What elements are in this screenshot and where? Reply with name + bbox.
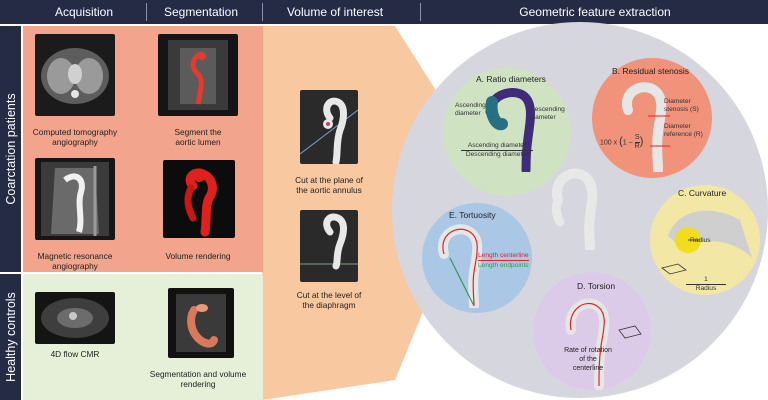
4d-flow-cmr-image	[35, 292, 115, 344]
residual-stenosis-aorta	[621, 82, 670, 172]
header-acquisition: Acquisition	[54, 5, 114, 19]
header-bar: Acquisition Segmentation Volume of inter…	[0, 0, 768, 24]
curvature-graphic	[661, 210, 752, 275]
curvature-fraction: 1 Radius	[686, 276, 726, 293]
header-divider	[262, 3, 263, 21]
header-features: Geometric feature extraction	[519, 5, 671, 19]
residual-stenosis-title: B. Residual stenosis	[612, 66, 690, 76]
4d-flow-caption: 4D flow CMR	[50, 349, 100, 359]
ct-angiography-image	[35, 34, 115, 116]
volume-rendering-caption: Volume rendering	[165, 251, 231, 261]
length-centerline-label: Length centerline	[478, 252, 529, 261]
stenosis-formula: 100 x (1 − S R )	[600, 134, 644, 150]
length-endpoints-label: Length endpoints	[478, 262, 529, 269]
curvature-radius-label: Radius	[690, 237, 711, 244]
center-aorta-model	[551, 168, 598, 250]
residual-stenosis-bubble	[592, 58, 712, 178]
header-voi: Volume of interest	[286, 5, 384, 19]
side-label-coarctation: Coarctation patients	[0, 26, 21, 272]
curvature-title: C. Curvature	[678, 188, 727, 198]
header-segmentation: Segmentation	[163, 5, 239, 19]
volume-rendering-image	[163, 160, 235, 238]
mr-angiography-image	[35, 158, 115, 240]
side-label-healthy: Healthy controls	[0, 274, 21, 400]
ratio-fraction: Ascending diameter Descending diameter	[461, 142, 533, 159]
ratio-denominator: Descending diameter	[465, 151, 529, 158]
ratio-diameters-title: A. Ratio diameters	[476, 74, 546, 84]
header-divider	[146, 3, 147, 21]
ratio-numerator: Ascending diameter	[461, 142, 533, 151]
torsion-aorta	[565, 298, 642, 390]
torsion-bubble	[533, 272, 651, 390]
tortuosity-title: E. Tortuosity	[449, 210, 496, 220]
voi-diaphragm-image	[300, 210, 358, 282]
ratio-diameters-aorta	[485, 88, 535, 172]
torsion-title: D. Torsion	[577, 281, 616, 291]
voi-annulus-image	[300, 90, 358, 164]
segment-aortic-lumen-image	[158, 34, 238, 116]
header-divider	[420, 3, 421, 21]
segmentation-volume-image	[168, 288, 234, 358]
tortuosity-aorta	[437, 224, 483, 308]
